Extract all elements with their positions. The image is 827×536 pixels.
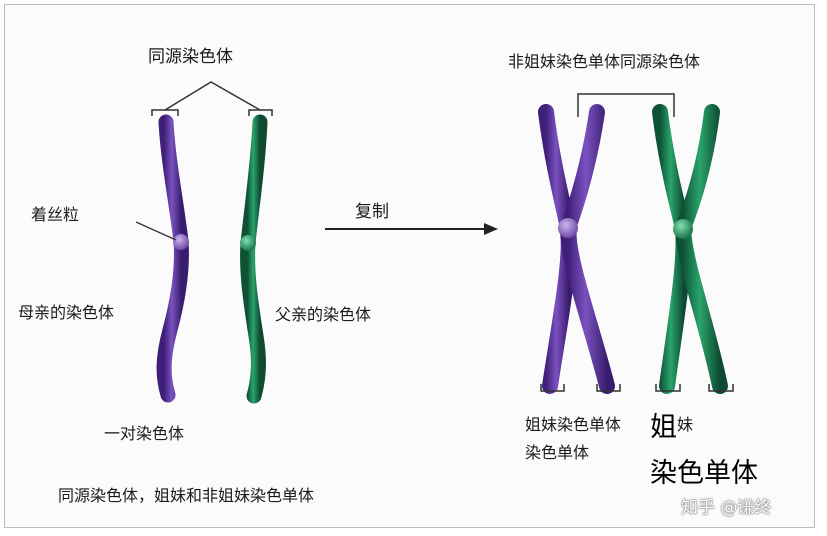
- homologous-label: 同源染色体: [148, 47, 233, 67]
- figure-caption: 同源染色体，姐妹和非姐妹染色单体: [58, 486, 315, 505]
- chromatid-brackets: [540, 384, 734, 392]
- chromatid-label: 染色单体: [525, 443, 590, 462]
- paternal-centromere: [240, 235, 256, 251]
- homologous-bracket: [151, 81, 273, 116]
- centromere-label: 着丝粒: [31, 205, 80, 224]
- replication-label: 复制: [355, 202, 389, 222]
- pair-label: 一对染色体: [104, 424, 185, 443]
- overlay-chromatid-label: 染色单体: [650, 458, 758, 489]
- centromere-pointer: [135, 221, 177, 241]
- overlay-sister-char: 姐: [650, 412, 677, 443]
- overlay-mei-char: 妹: [677, 415, 694, 434]
- watermark: 知乎 @谦终: [681, 498, 772, 518]
- maternal-label: 母亲的染色体: [18, 303, 115, 322]
- maternal-replicated-chromosome: [538, 104, 615, 394]
- paternal-label: 父亲的染色体: [275, 305, 372, 324]
- paternal-chromosome: [240, 114, 268, 404]
- sister-chromatid-label: 姐妹染色单体: [525, 415, 622, 434]
- maternal-chromosome: [156, 114, 189, 403]
- replication-arrow: [325, 223, 498, 235]
- nonsister-label: 非姐妹染色单体同源染色体: [508, 52, 701, 71]
- nonsister-bracket: [577, 93, 675, 117]
- paternal-replicated-chromosome: [652, 104, 728, 394]
- maternal-centromere: [173, 234, 189, 250]
